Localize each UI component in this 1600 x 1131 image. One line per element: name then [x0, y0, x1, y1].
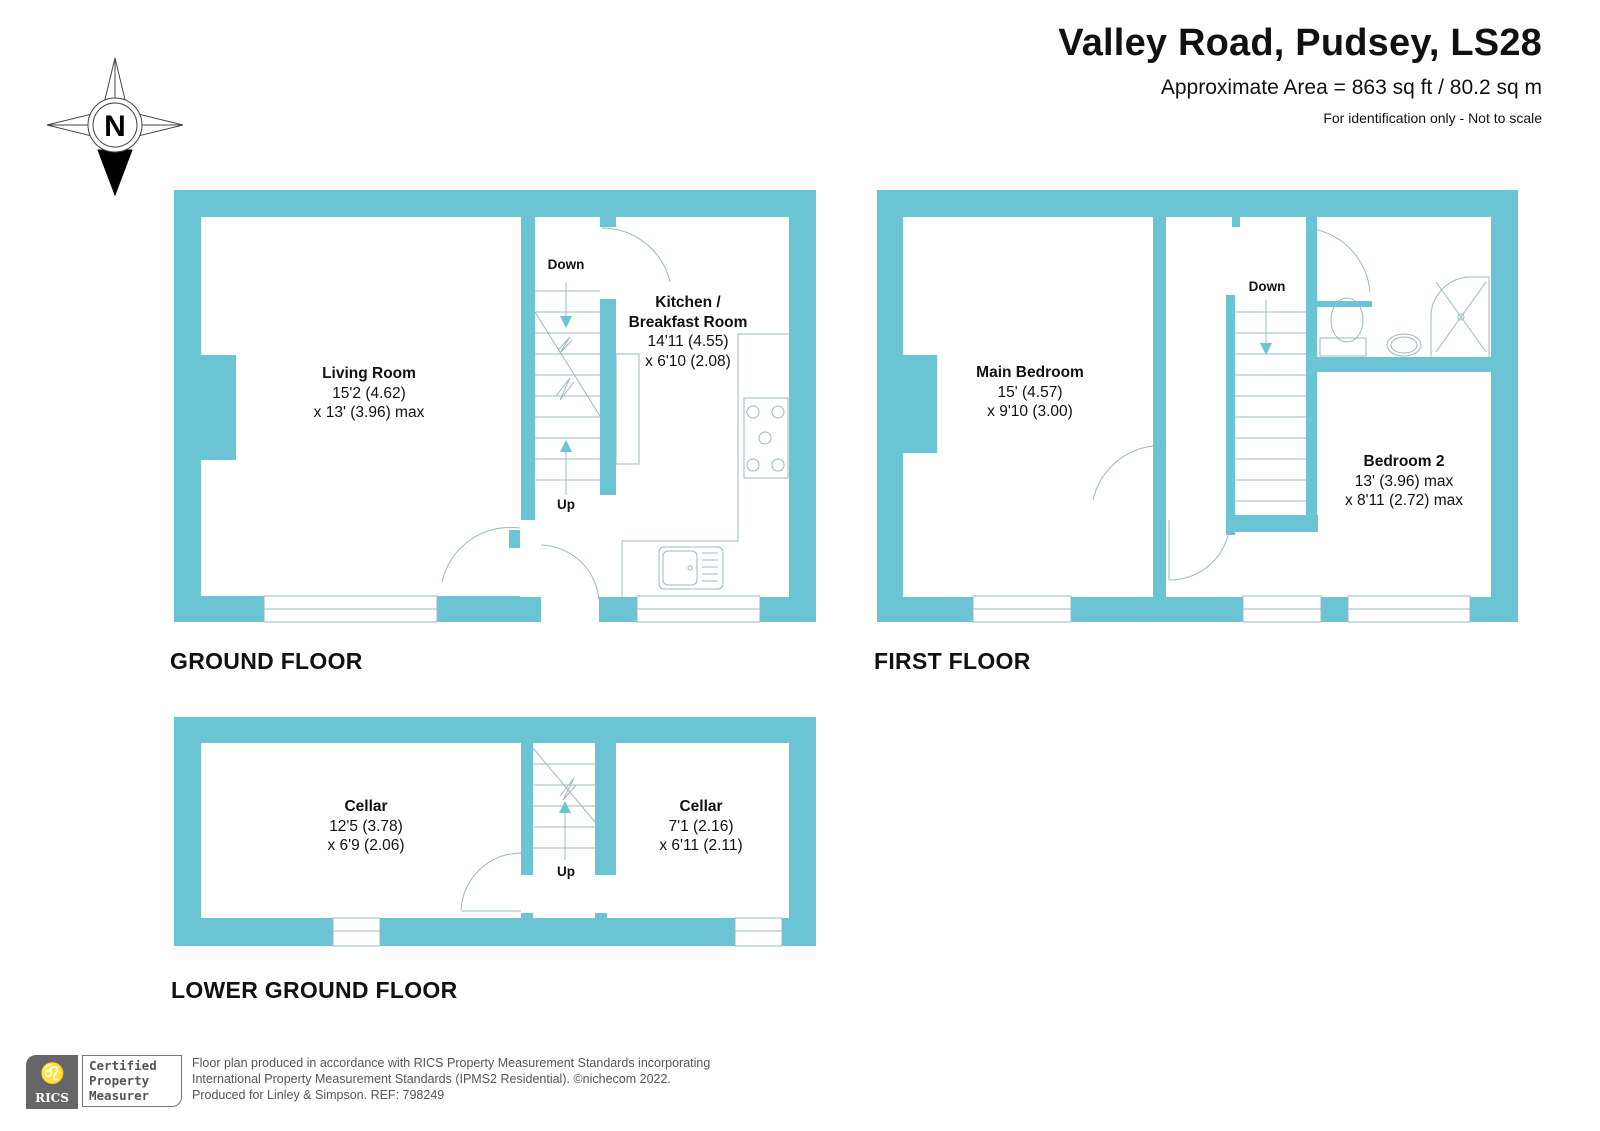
- lower-ground-floor-label: LOWER GROUND FLOOR: [171, 977, 458, 1003]
- room-dimension: 7'1 (2.16): [668, 817, 734, 835]
- rics-logo: ♌ RICS: [26, 1055, 78, 1109]
- room-name: Living Room: [322, 365, 416, 382]
- room-kitchen-breakfast: Kitchen / Breakfast Room 14'11 (4.55) x …: [629, 293, 748, 371]
- svg-text:N: N: [104, 110, 126, 143]
- first-floor-plan: [877, 190, 1518, 623]
- stairs-down-label: Down: [1248, 279, 1286, 294]
- room-name: Breakfast Room: [628, 313, 748, 331]
- room-name: Kitchen /: [655, 294, 721, 311]
- north-compass-icon: N: [46, 57, 184, 197]
- room-dimension: 13' (3.96) max: [1354, 472, 1454, 490]
- room-bedroom-2: Bedroom 2 13' (3.96) max x 8'11 (2.72) m…: [1345, 452, 1463, 511]
- scale-disclaimer: For identification only - Not to scale: [1323, 110, 1542, 126]
- approximate-area: Approximate Area = 863 sq ft / 80.2 sq m: [1160, 76, 1542, 99]
- ground-floor-plan: [174, 190, 816, 623]
- certified-property-measurer: Certified Property Measurer: [82, 1055, 182, 1107]
- room-name: Cellar: [344, 798, 388, 815]
- footer-notes: Floor plan produced in accordance with R…: [192, 1055, 710, 1103]
- room-name: Bedroom 2: [1363, 453, 1445, 470]
- room-dimension: x 9'10 (3.00): [987, 403, 1073, 420]
- room-dimension: 14'11 (4.55): [647, 333, 729, 350]
- rics-certified-badge: ♌ RICS Certified Property Measurer: [26, 1055, 186, 1109]
- room-dimension: 12'5 (3.78): [329, 817, 403, 835]
- footer-line-2: International Property Measurement Stand…: [192, 1072, 671, 1086]
- room-dimension: x 13' (3.96) max: [313, 404, 425, 421]
- lion-icon: ♌: [40, 1063, 65, 1085]
- room-living-room: Living Room 15'2 (4.62) x 13' (3.96) max: [314, 364, 425, 423]
- footer-line-3: Produced for Linley & Simpson. REF: 7982…: [192, 1088, 445, 1102]
- room-dimension: x 6'11 (2.11): [659, 837, 743, 854]
- ground-floor-label: GROUND FLOOR: [170, 648, 363, 674]
- stairs-down-label: Down: [547, 257, 585, 272]
- first-floor-label: FIRST FLOOR: [874, 648, 1031, 674]
- stairs-up-label: Up: [557, 864, 575, 879]
- footer-line-1: Floor plan produced in accordance with R…: [192, 1056, 711, 1070]
- room-dimension: 15' (4.57): [997, 383, 1063, 401]
- room-dimension: x 8'11 (2.72) max: [1344, 492, 1464, 509]
- room-name: Cellar: [679, 798, 723, 815]
- room-name: Main Bedroom: [976, 364, 1084, 381]
- room-dimension: x 6'9 (2.06): [327, 837, 405, 854]
- room-cellar-right: Cellar 7'1 (2.16) x 6'11 (2.11): [659, 797, 742, 856]
- stairs-up-label: Up: [557, 497, 575, 512]
- room-main-bedroom: Main Bedroom 15' (4.57) x 9'10 (3.00): [976, 363, 1084, 422]
- property-title: Valley Road, Pudsey, LS28: [1058, 22, 1542, 64]
- room-cellar-left: Cellar 12'5 (3.78) x 6'9 (2.06): [327, 797, 404, 856]
- lower-ground-floor-plan: [174, 717, 816, 947]
- room-dimension: x 6'10 (2.08): [645, 352, 731, 370]
- room-dimension: 15'2 (4.62): [332, 384, 406, 402]
